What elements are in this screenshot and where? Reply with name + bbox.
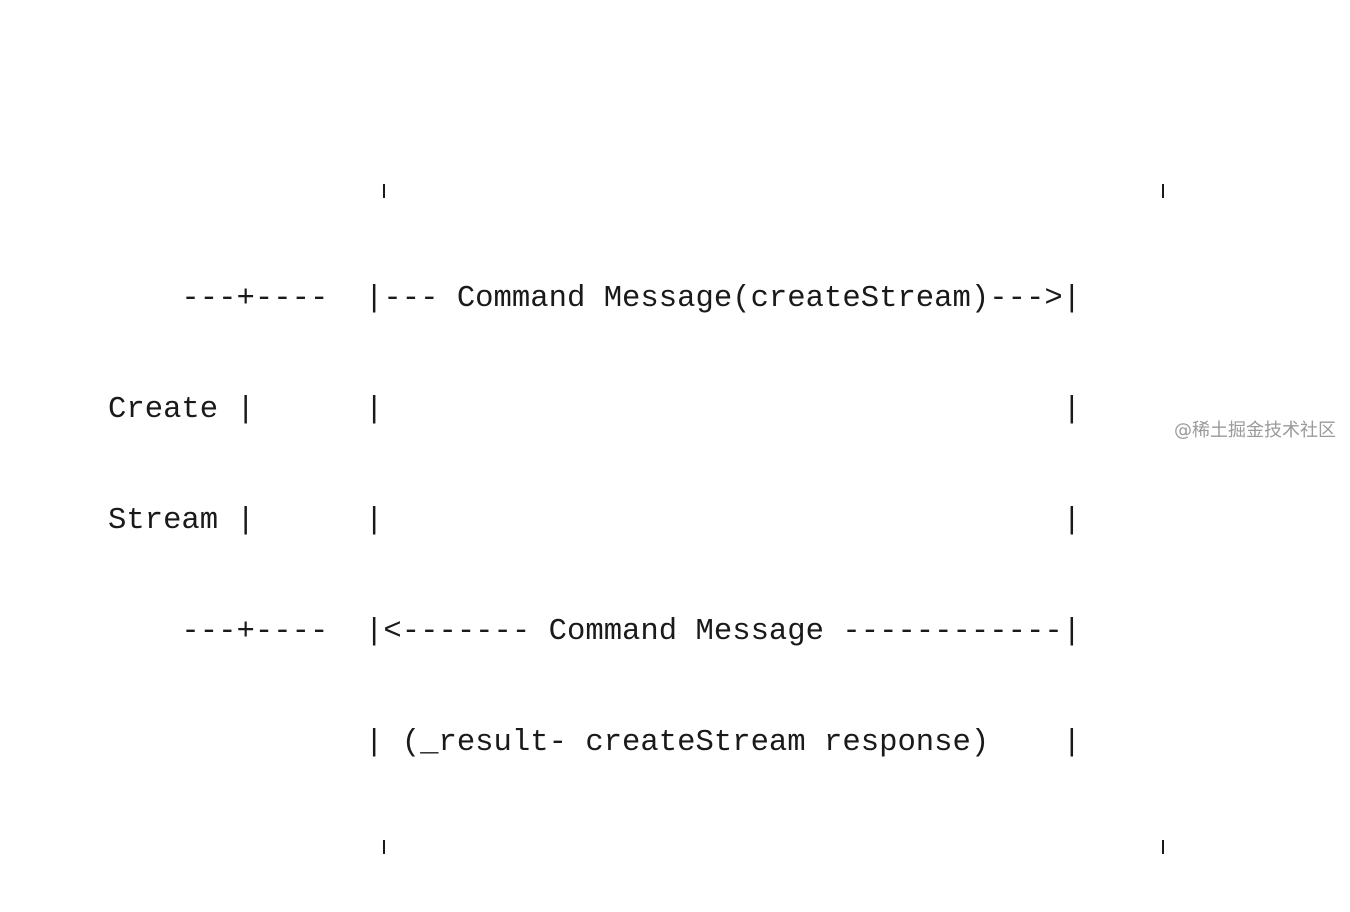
lifeline-right-top-tick [1162,184,1164,198]
site-watermark: @稀土掘金技术社区 [1174,420,1336,441]
lifeline-bottom-ticks [108,836,1164,873]
lifeline-top-ticks [108,170,1164,207]
lifeline-left-bottom-tick [383,840,385,854]
lifeline-left-top-tick [383,184,385,198]
result-create-stream-response-line: | (_result- createStream response) | [108,726,1082,760]
command-message-create-stream-line: ---+---- |--- Command Message(createStre… [108,282,1082,316]
lifeline-right-bottom-tick [1162,840,1164,854]
rtmp-create-stream-diagram: ---+---- |--- Command Message(createStre… [108,96,1164,910]
create-label-line: Create | | | [108,393,1082,427]
command-message-response-line: ---+---- |<------- Command Message -----… [108,615,1082,649]
stream-label-line: Stream | | | [108,504,1082,538]
